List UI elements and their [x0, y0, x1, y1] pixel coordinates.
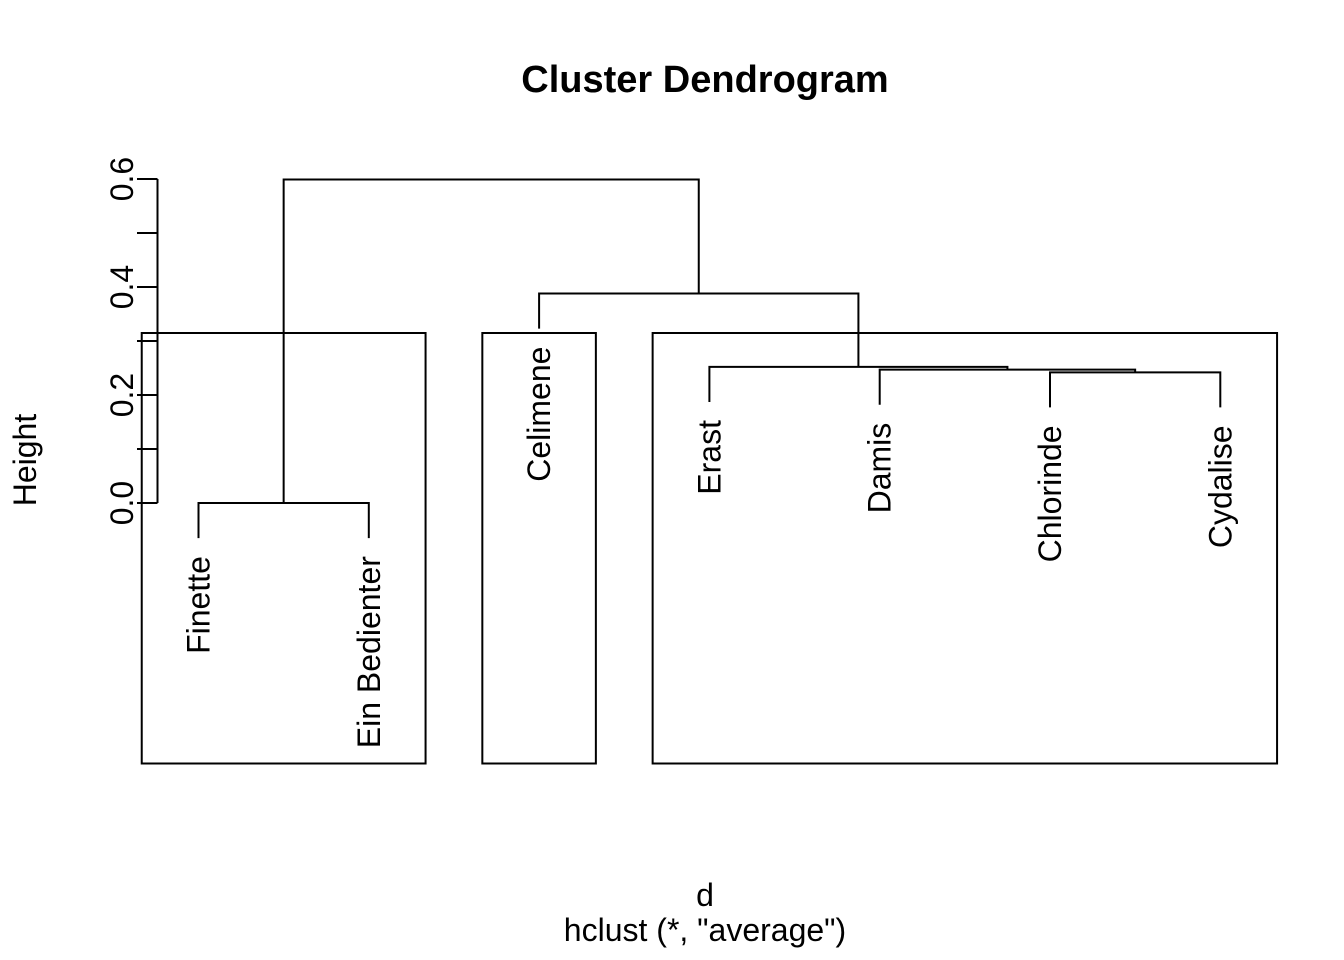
cluster-boxes	[140, 332, 1279, 765]
y-axis-tick-label: 0.0	[104, 481, 140, 525]
dendrogram-branch	[282, 178, 700, 503]
leaf-label: Erast	[691, 420, 727, 495]
x-axis-label-data: d	[696, 877, 714, 913]
dendrogram-branch	[1049, 371, 1222, 408]
cluster-box	[140, 332, 427, 765]
leaf-label: Celimene	[521, 347, 557, 482]
leaf-label: Damis	[862, 423, 898, 514]
leaf-label: Finette	[181, 556, 217, 654]
y-axis-tick-label: 0.2	[104, 373, 140, 417]
dendrogram-branch	[538, 292, 860, 367]
y-axis-ticks: 0.0 0.2 0.4 0.6	[104, 157, 158, 525]
dendrogram-tree	[197, 178, 1222, 539]
leaf-label: Cydalise	[1202, 425, 1238, 548]
cluster-box	[481, 332, 597, 765]
dendrogram-branch	[708, 365, 1009, 403]
y-axis-tick-label: 0.4	[104, 265, 140, 309]
y-axis-tick-label: 0.6	[104, 157, 140, 201]
leaf-label: Ein Bedienter	[351, 556, 387, 748]
cluster-box	[651, 332, 1279, 765]
x-axis-label-method: hclust (*, "average")	[564, 912, 846, 948]
dendrogram-branch	[197, 502, 370, 539]
dendrogram-branch	[878, 368, 1137, 405]
leaf-label: Chlorinde	[1032, 425, 1068, 562]
y-axis-label: Height	[7, 414, 43, 507]
chart-title: Cluster Dendrogram	[521, 59, 888, 101]
